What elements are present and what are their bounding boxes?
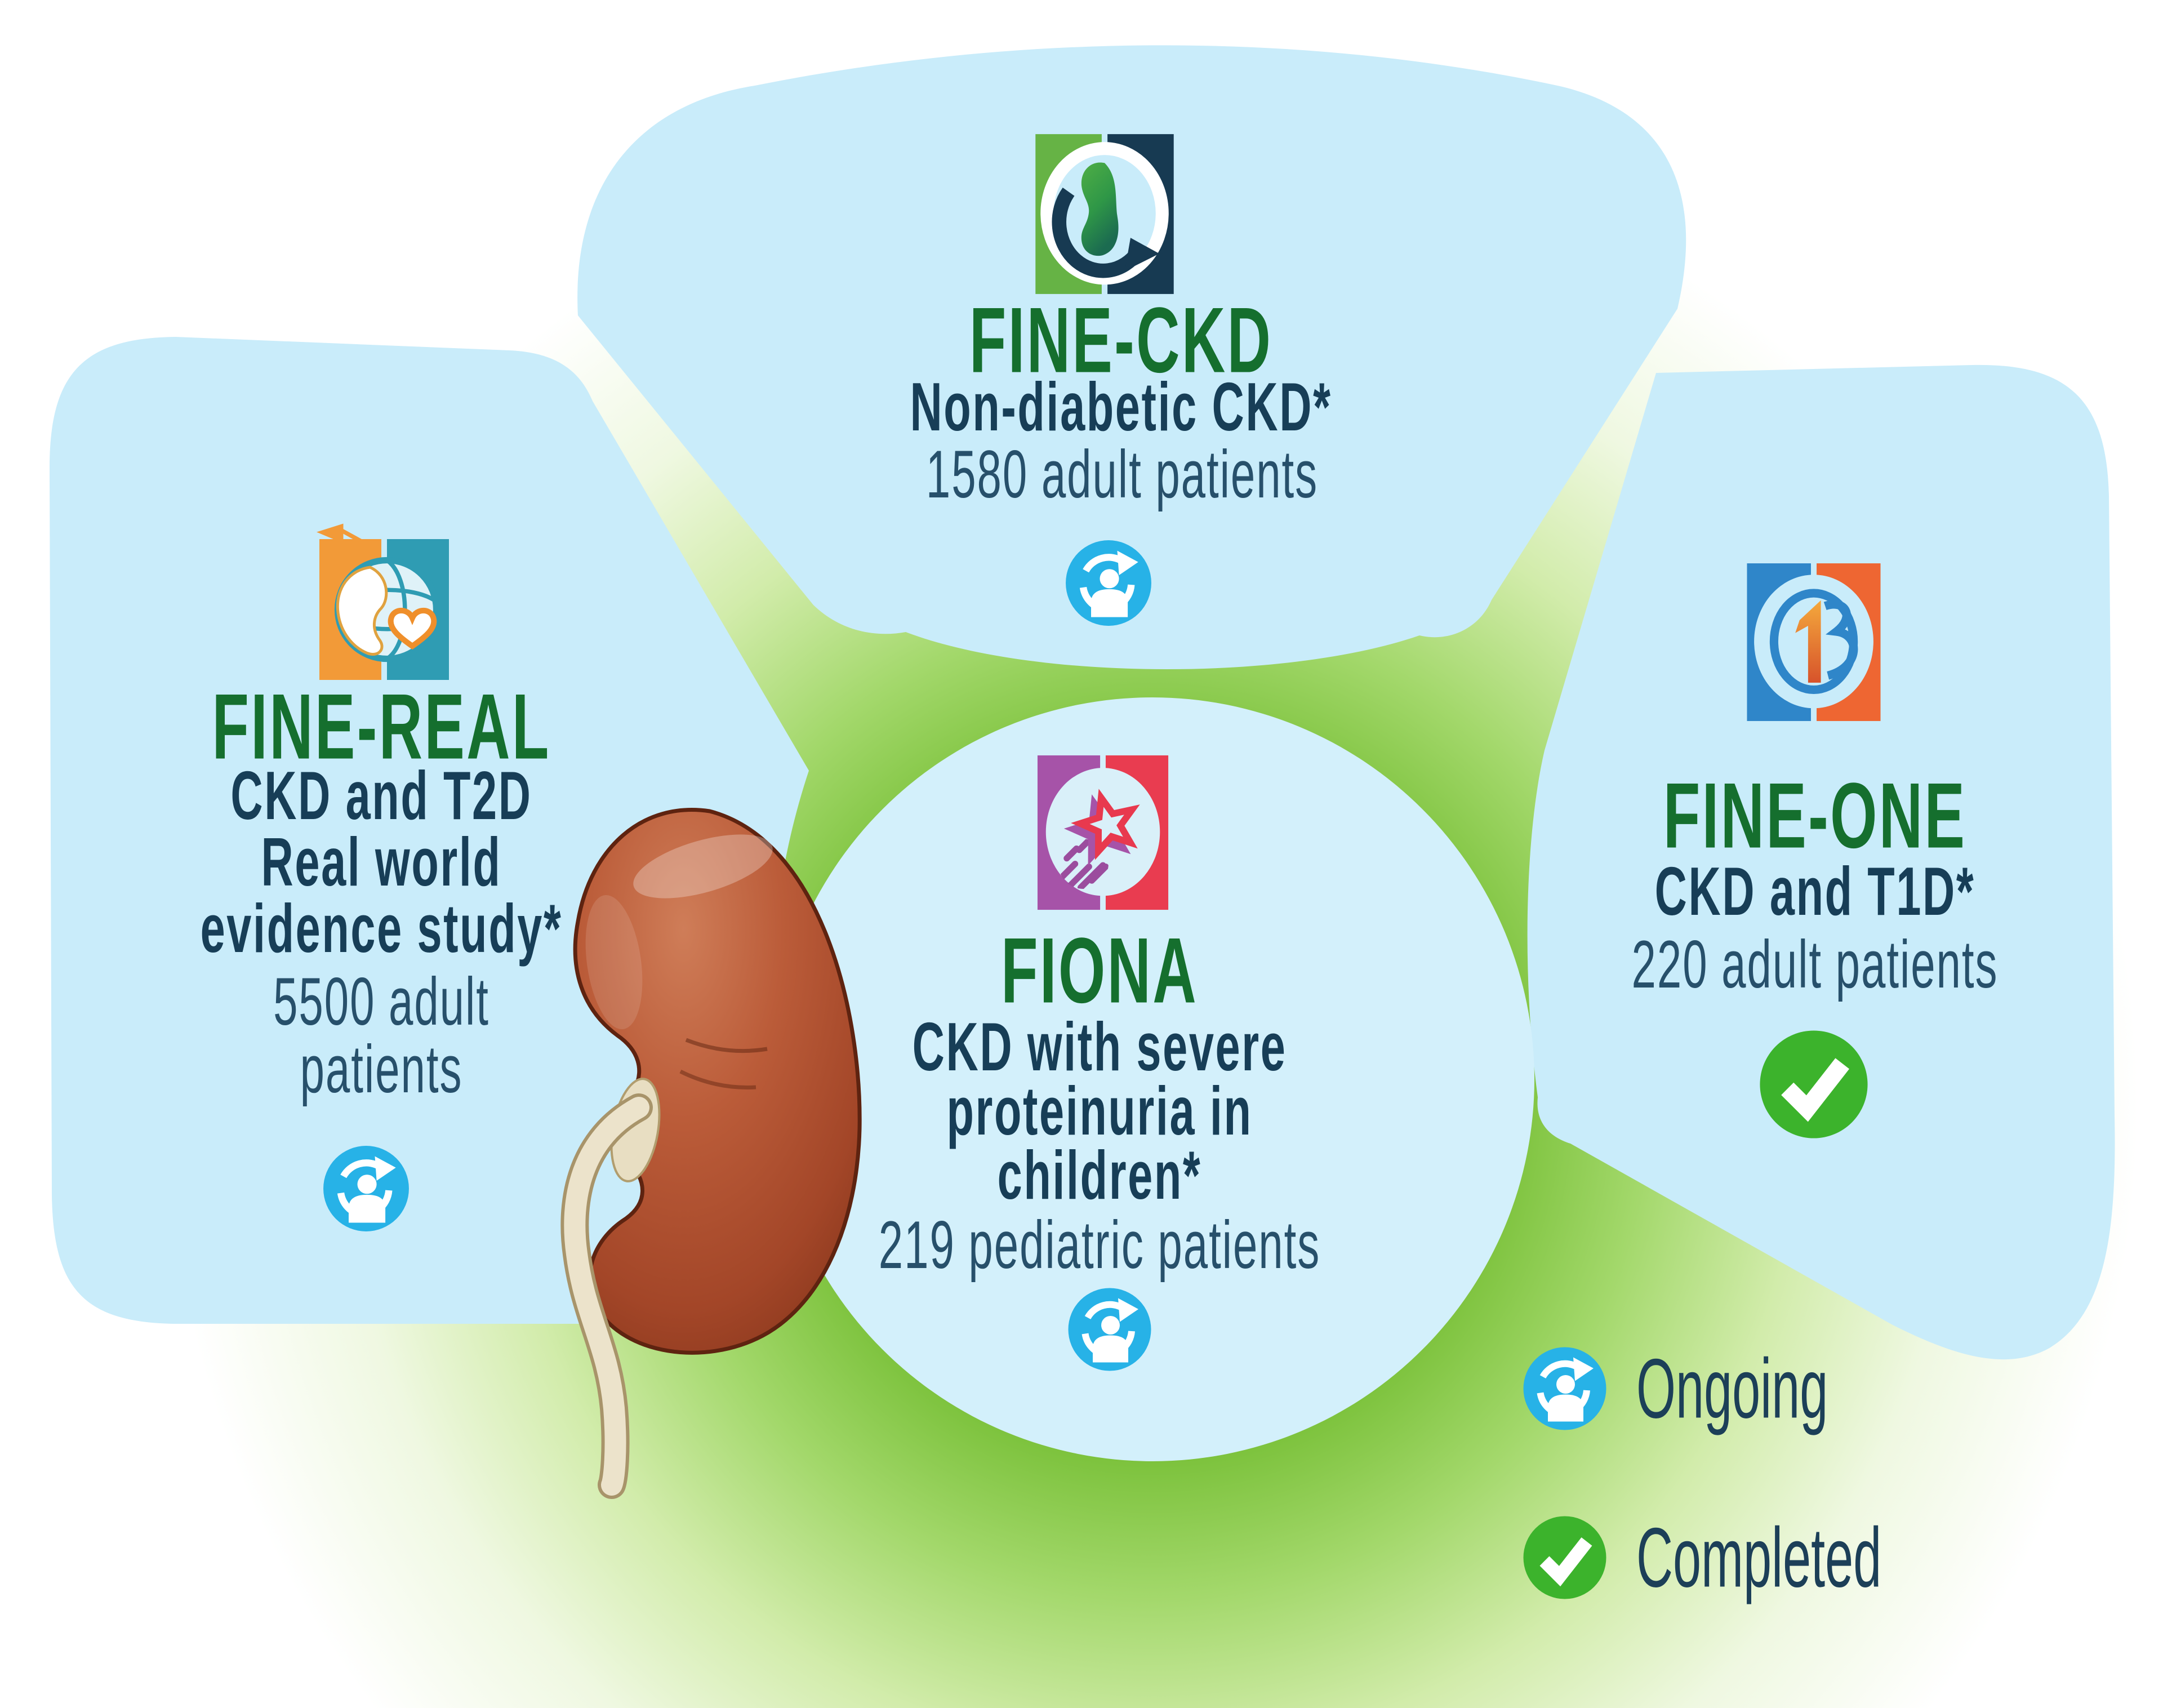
study-condition-line: Real world <box>261 824 502 900</box>
study-enrollment-line: patients <box>300 1031 463 1107</box>
left-petal-shape <box>50 337 816 1324</box>
study-condition-line: CKD and T2D <box>230 757 532 834</box>
legend-ongoing-label: Ongoing <box>1636 1341 1828 1436</box>
completed-status-icon <box>1759 1030 1869 1140</box>
study-title: FINE-CKD <box>969 288 1273 392</box>
study-condition: Non-diabetic CKD* <box>910 368 1332 445</box>
study-enrollment: 220 adult patients <box>1631 927 1999 1002</box>
kidney-illustration <box>524 776 884 1503</box>
study-condition: CKD and T1D* <box>1654 853 1975 929</box>
legend-ongoing-icon <box>1523 1346 1607 1431</box>
study-title: FINE-ONE <box>1663 763 1967 868</box>
fine-real-logo-icon <box>312 519 456 688</box>
top-petal-shape <box>577 45 1686 670</box>
study-enrollment: 1580 adult patients <box>925 437 1319 512</box>
study-condition-line: evidence study* <box>200 890 563 967</box>
study-condition-line: CKD with severe <box>912 1008 1287 1085</box>
legend-completed-icon <box>1523 1515 1607 1600</box>
study-enrollment: 219 pediatric patients <box>878 1207 1321 1283</box>
fine-ckd-logo-icon <box>1032 131 1177 297</box>
study-enrollment-line: 5500 adult <box>273 964 489 1039</box>
study-title: FINE-REAL <box>212 674 551 779</box>
ongoing-status-icon <box>323 1145 410 1233</box>
study-condition-line: children* <box>997 1137 1202 1213</box>
right-petal-shape <box>1527 364 2115 1360</box>
ongoing-status-icon <box>1065 540 1152 627</box>
legend-completed-label: Completed <box>1636 1510 1882 1605</box>
fiona-logo-icon <box>1034 753 1173 913</box>
center-circle-shape <box>771 697 1534 1461</box>
fine-one-logo-icon <box>1742 561 1886 724</box>
ongoing-status-icon <box>1067 1287 1152 1372</box>
study-title: FIONA <box>1001 918 1198 1022</box>
study-condition-line: proteinuria in <box>946 1073 1253 1149</box>
